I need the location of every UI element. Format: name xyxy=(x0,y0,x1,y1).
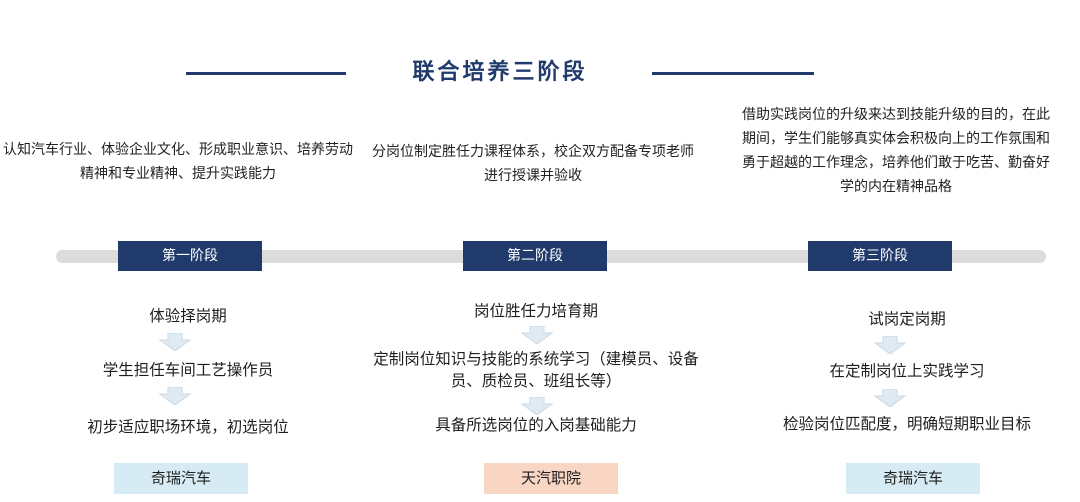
stage-1-org: 奇瑞汽车 xyxy=(114,463,248,494)
stage-3-description: 借助实践岗位的升级来达到技能升级的目的，在此期间，学生们能够真实体会积极向上的工… xyxy=(728,103,1064,199)
stage-2-step-3: 具备所选岗位的入岗基础能力 xyxy=(435,416,637,434)
down-arrow-icon xyxy=(158,387,192,405)
stage-3-label: 第三阶段 xyxy=(808,241,952,271)
stage-3-description-text: 借助实践岗位的升级来达到技能升级的目的，在此期间，学生们能够真实体会积极向上的工… xyxy=(742,107,1050,195)
stage-1-step-3: 初步适应职场环境，初选岗位 xyxy=(87,418,289,436)
stage-1-description-text: 认知汽车行业、体验企业文化、形成职业意识、培养劳动精神和专业精神、提升实践能力 xyxy=(3,142,353,182)
down-arrow-icon xyxy=(873,389,907,407)
stage-3-step-2: 在定制岗位上实践学习 xyxy=(829,362,985,380)
stage-2-org: 天汽职院 xyxy=(484,463,618,494)
stage-2-label: 第二阶段 xyxy=(463,241,607,271)
stage-3-step-3: 检验岗位匹配度，明确短期职业目标 xyxy=(782,415,1031,433)
down-arrow-icon xyxy=(520,397,554,415)
down-arrow-icon xyxy=(873,336,907,354)
stage-2-step-1: 岗位胜任力培育期 xyxy=(473,302,598,320)
diagram-title: 联合培养三阶段 xyxy=(412,60,588,85)
stage-1-step-1: 体验择岗期 xyxy=(149,307,227,325)
stage-2-description-text: 分岗位制定胜任力课程体系，校企双方配备专项老师进行授课并验收 xyxy=(372,144,694,184)
stage-1-description: 认知汽车行业、体验企业文化、形成职业意识、培养劳动精神和专业精神、提升实践能力 xyxy=(0,138,356,186)
down-arrow-icon xyxy=(520,326,554,344)
stage-1-label: 第一阶段 xyxy=(118,241,262,271)
stage-3-org: 奇瑞汽车 xyxy=(846,463,980,494)
title-line-left xyxy=(186,72,346,75)
title-line-right xyxy=(652,72,814,75)
stage-2-step-2: 定制岗位知识与技能的系统学习（建模员、设备员、质检员、班组长等） xyxy=(373,350,699,390)
stage-3-step-1: 试岗定岗期 xyxy=(868,310,946,328)
stage-1-step-2: 学生担任车间工艺操作员 xyxy=(102,361,274,379)
down-arrow-icon xyxy=(158,333,192,351)
stage-2-description: 分岗位制定胜任力课程体系，校企双方配备专项老师进行授课并验收 xyxy=(358,140,708,188)
